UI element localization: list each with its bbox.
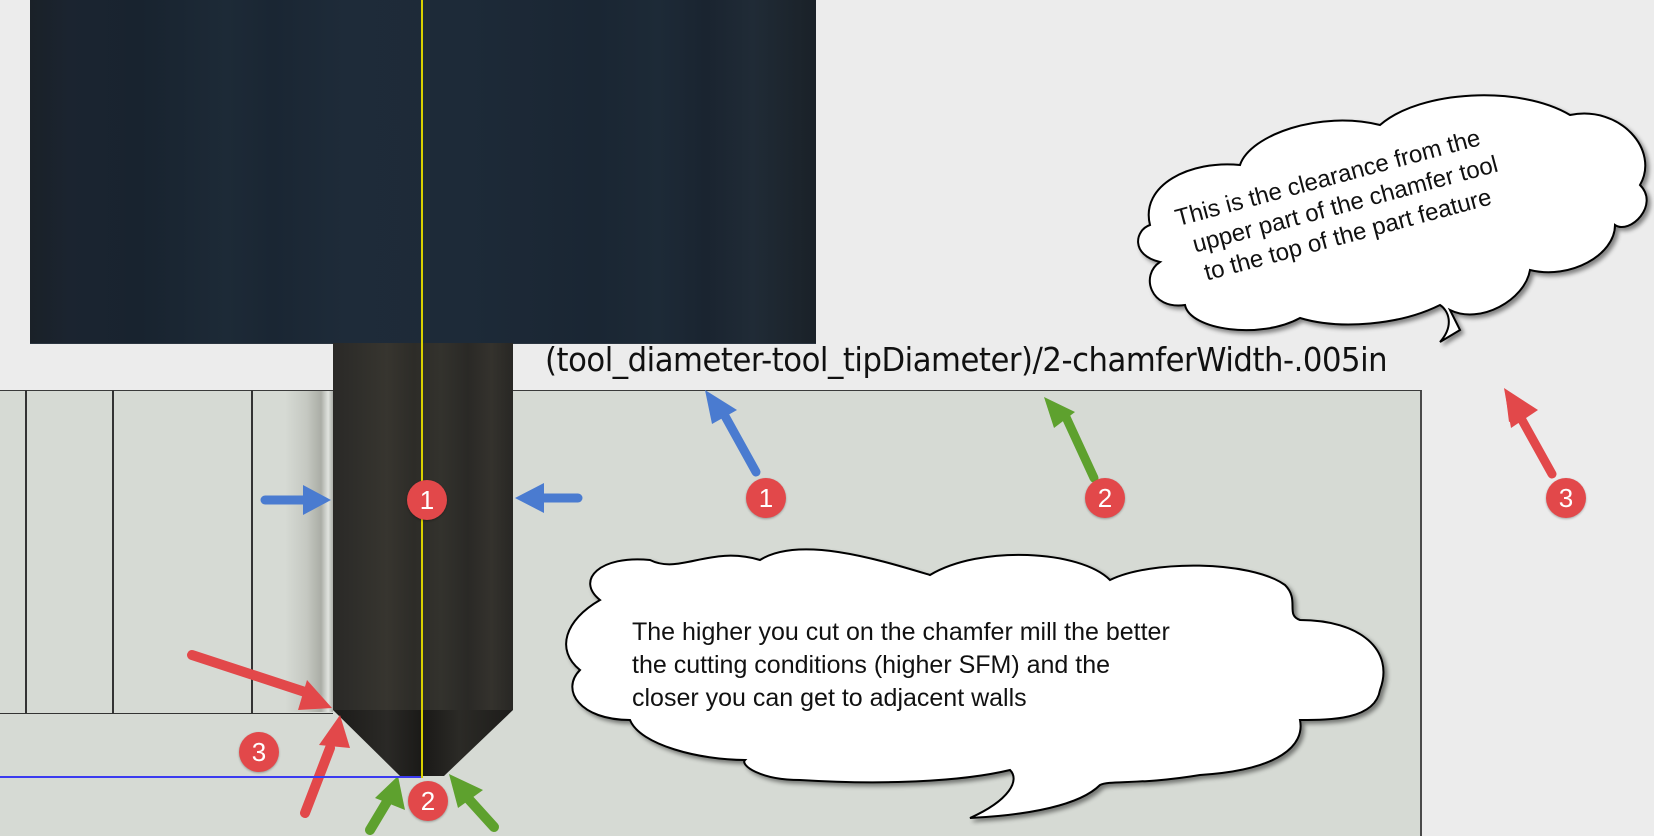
green-arrow-tip-left — [365, 776, 405, 835]
part-left-step — [0, 390, 333, 714]
bottom-cloud-line: The higher you cut on the chamfer mill t… — [632, 618, 1170, 646]
bottom-speech-cloud — [565, 548, 1385, 819]
clearance-formula: (tool_diameter-tool_tipDiameter)/2-chamf… — [545, 340, 1388, 379]
blue-arrow-left-shank — [260, 485, 331, 515]
badge-3-chamfer: 3 — [239, 732, 279, 772]
bottom-cloud-line: closer you can get to adjacent walls — [632, 684, 1027, 712]
red-arrow-chamfer-edge — [300, 715, 350, 818]
blue-arrow-formula — [705, 390, 761, 477]
part-edge-line — [25, 390, 27, 713]
bottom-cloud-text: The higher you cut on the chamfer mill t… — [632, 616, 1170, 715]
badge-2-formula: 2 — [1085, 478, 1125, 518]
part-wall-shading — [285, 391, 333, 712]
tool-centerline — [421, 0, 423, 778]
bottom-cloud-line: the cutting conditions (higher SFM) and … — [632, 651, 1111, 679]
reference-line — [0, 776, 422, 778]
badge-1-formula: 1 — [746, 478, 786, 518]
tool-shank — [333, 343, 513, 710]
top-speech-cloud — [1137, 94, 1648, 343]
green-arrow-formula — [1044, 397, 1099, 483]
red-arrow-shank-corner — [187, 650, 332, 710]
badge-1-shank: 1 — [407, 480, 447, 520]
badge-3-formula: 3 — [1546, 478, 1586, 518]
blue-arrow-right-shank — [515, 483, 583, 513]
part-edge-line — [251, 390, 253, 713]
part-edge-line — [112, 390, 114, 713]
red-arrow-formula — [1504, 388, 1557, 479]
badge-2-tip: 2 — [408, 781, 448, 821]
chamfer-cone — [333, 710, 513, 776]
tool-holder — [30, 0, 816, 344]
green-arrow-tip-right — [449, 774, 499, 832]
